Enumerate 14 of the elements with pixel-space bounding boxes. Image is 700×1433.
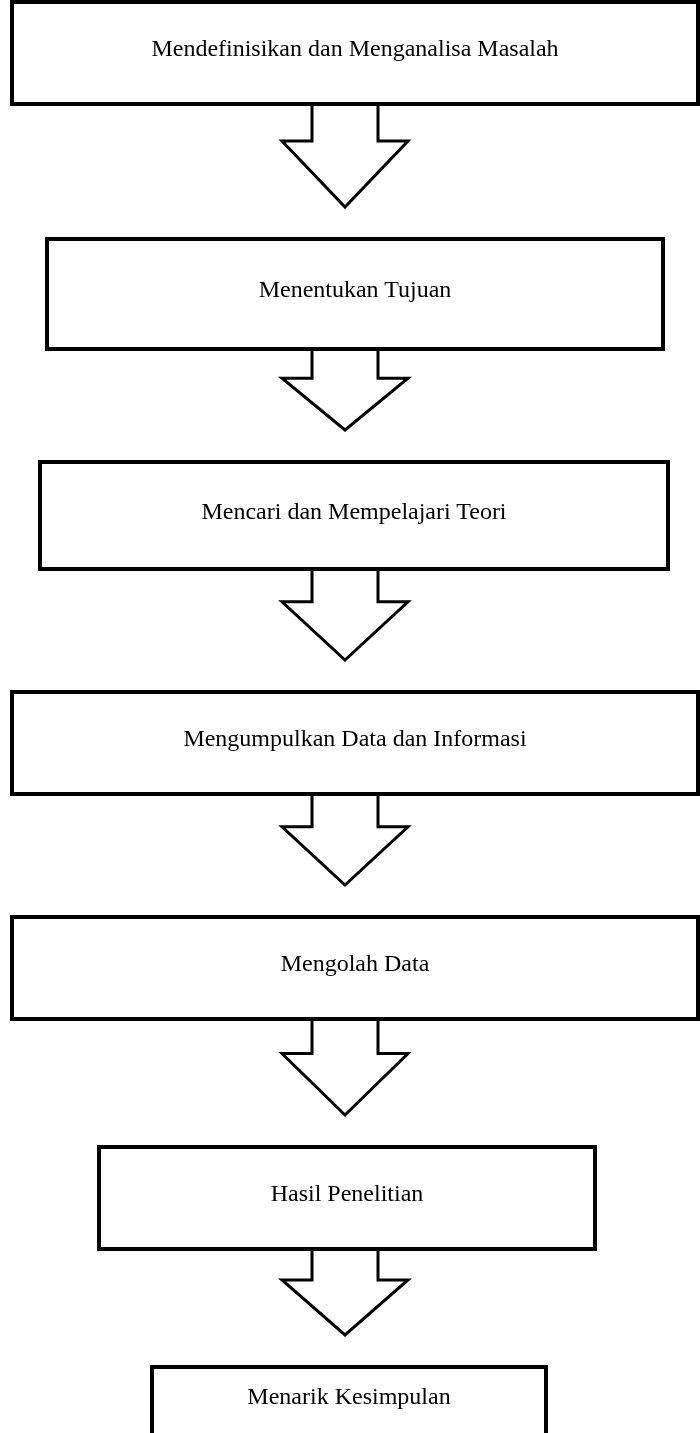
process-box	[10, 915, 700, 1021]
step-text: Menarik Kesimpulan	[247, 1382, 451, 1411]
step-text: Menentukan Tujuan	[258, 275, 452, 304]
process-box	[150, 1365, 548, 1433]
step-text: Hasil Penelitian	[270, 1179, 424, 1208]
process-box	[45, 237, 665, 351]
process-box	[38, 460, 670, 571]
process-box	[10, 690, 700, 796]
step-text: Mengumpulkan Data dan Informasi	[183, 724, 527, 753]
step-text: Mencari dan Mempelajari Teori	[201, 496, 507, 526]
step-text: Mendefinisikan dan Menganalisa Masalah	[151, 34, 559, 63]
process-box	[97, 1145, 597, 1251]
process-box	[10, 0, 700, 106]
step-text: Mengolah Data	[280, 949, 430, 978]
